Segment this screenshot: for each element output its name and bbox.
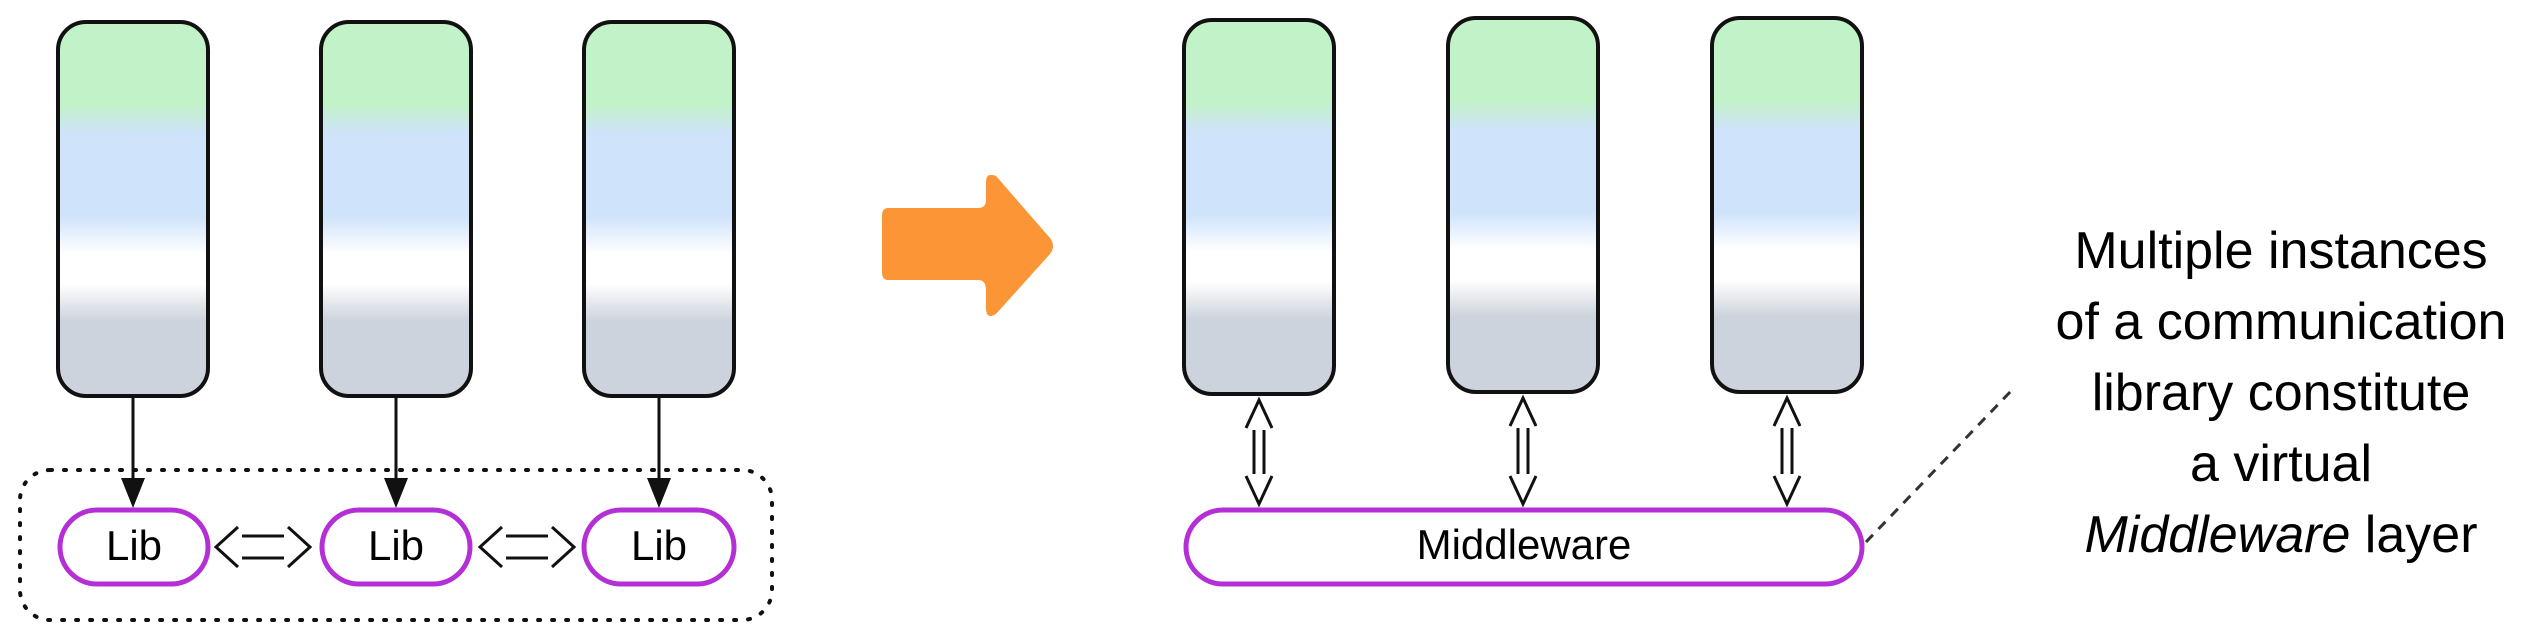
lib-box-2 [319,507,473,587]
middleware-label: Middleware [1417,521,1632,568]
right-vertical-double-arrow-2 [1508,394,1538,508]
right-vertical-double-arrow-3 [1772,394,1802,508]
left-down-arrows [121,396,671,508]
right-app-box-1 [1182,18,1336,396]
transition-arrow-icon [882,174,1053,316]
left-app-box-2 [319,20,473,398]
lib-double-arrow-1 [213,525,313,569]
left-app-box-3 [582,20,736,398]
annotation-line-4: a virtual [2190,435,2372,493]
lib-label-2: Lib [368,522,424,569]
lib-label-1: Lib [106,522,162,569]
middleware-box [1183,507,1865,587]
left-app-box-1 [56,20,210,398]
annotation-middleware-italic: Middleware [2084,506,2350,564]
lib-double-arrow-2 [477,525,577,569]
annotation-layer-word: layer [2350,506,2477,564]
lib-label-3: Lib [631,522,687,569]
annotation-leader-line [1864,388,2014,544]
lib-box-1 [57,507,211,587]
right-vertical-double-arrow-1 [1244,396,1274,508]
annotation-line-2: of a communication [2056,293,2507,351]
annotation-line-3: library constitute [2092,364,2471,422]
annotation-line-5: Middleware layer [2084,506,2477,564]
annotation-line-1: Multiple instances [2074,222,2487,280]
right-app-box-3 [1710,16,1864,394]
right-app-box-2 [1446,16,1600,394]
annotation-text: Multiple instances of a communication li… [2056,222,2507,564]
lib-box-3 [581,507,737,587]
lib-group-dotted-border [18,468,774,622]
